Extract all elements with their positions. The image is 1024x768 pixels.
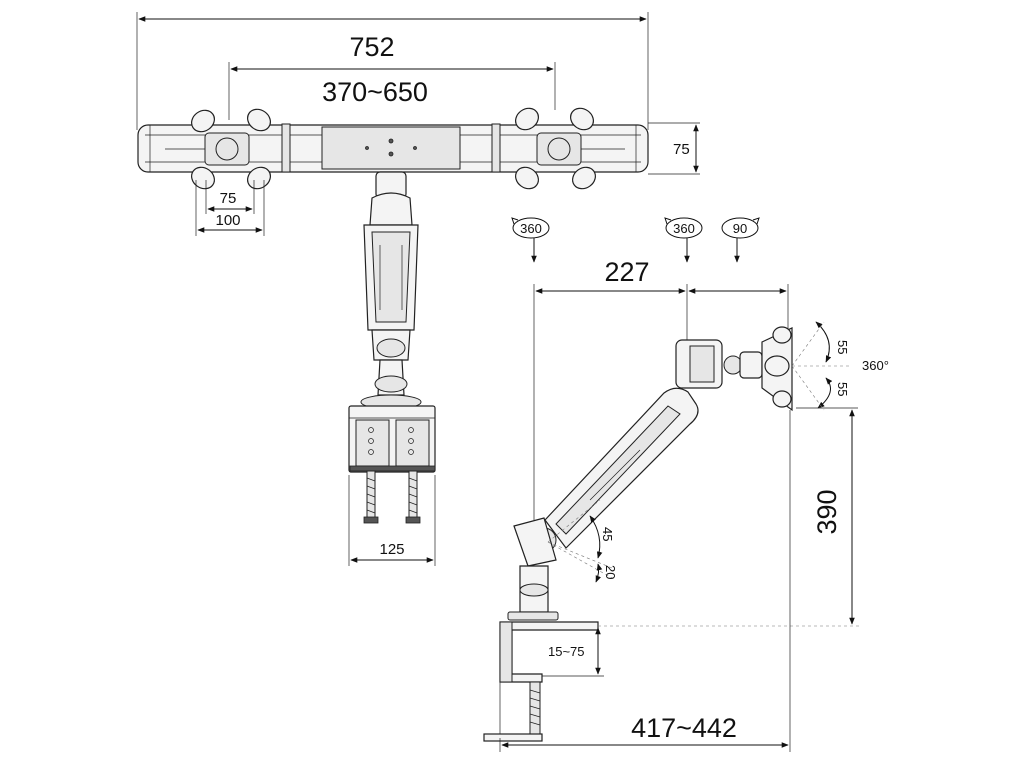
rotation-mid: 360 [664, 217, 703, 263]
dim-reach-label: 227 [604, 257, 649, 287]
top-view: 752 370~650 [136, 12, 700, 566]
dim-vesa-small: 75 [207, 190, 253, 212]
dim-desk-thickness: 15~75 [542, 627, 604, 677]
side-clamp [483, 621, 599, 742]
dim-span-range-label: 370~650 [322, 77, 428, 107]
dim-reach: 227 [533, 257, 789, 520]
tilt-down-label: 55 [835, 382, 850, 396]
dim-span-range: 370~650 [230, 66, 554, 107]
dim-vesa-large: 100 [197, 212, 263, 233]
tilt-up-label: 55 [835, 340, 850, 354]
rotation-base-label: 360 [520, 221, 542, 236]
dim-clamp-width-label: 125 [379, 541, 404, 558]
dim-bar-height: 75 [648, 122, 700, 175]
vesa-plate-left [165, 108, 271, 190]
dim-total-depth-label: 417~442 [631, 713, 737, 743]
front-view-clamp [348, 405, 436, 524]
dim-vesa-small-label: 75 [220, 190, 237, 207]
dim-total-width: 752 [138, 16, 647, 62]
arm-down-label: 20 [603, 565, 618, 579]
arm-up-label: 45 [600, 527, 615, 541]
side-base [507, 517, 559, 621]
dim-vesa-large-label: 100 [215, 212, 240, 229]
tilt-indicator: 55 55 360° [791, 321, 889, 411]
arm-angle: 45 20 [547, 499, 618, 583]
dim-desk-thickness-label: 15~75 [548, 644, 585, 659]
front-view-arm [360, 171, 422, 410]
dim-total-depth: 417~442 [499, 410, 791, 752]
dim-total-width-label: 752 [349, 32, 394, 62]
side-view: 360 360 90 227 [483, 217, 889, 752]
dim-height-label: 390 [812, 489, 842, 534]
dim-bar-height-label: 75 [673, 141, 690, 158]
monitor-head [675, 326, 793, 412]
dim-height: 390 [598, 407, 860, 627]
rotation-head-label: 90 [733, 221, 747, 236]
crossbar [137, 123, 649, 173]
rotation-mid-label: 360 [673, 221, 695, 236]
rotation-head: 90 [721, 217, 760, 263]
rotation-base: 360 [511, 217, 550, 263]
vesa-plate-right [515, 107, 625, 190]
rotation-label: 360° [862, 358, 889, 373]
dim-clamp-width: 125 [348, 475, 436, 566]
